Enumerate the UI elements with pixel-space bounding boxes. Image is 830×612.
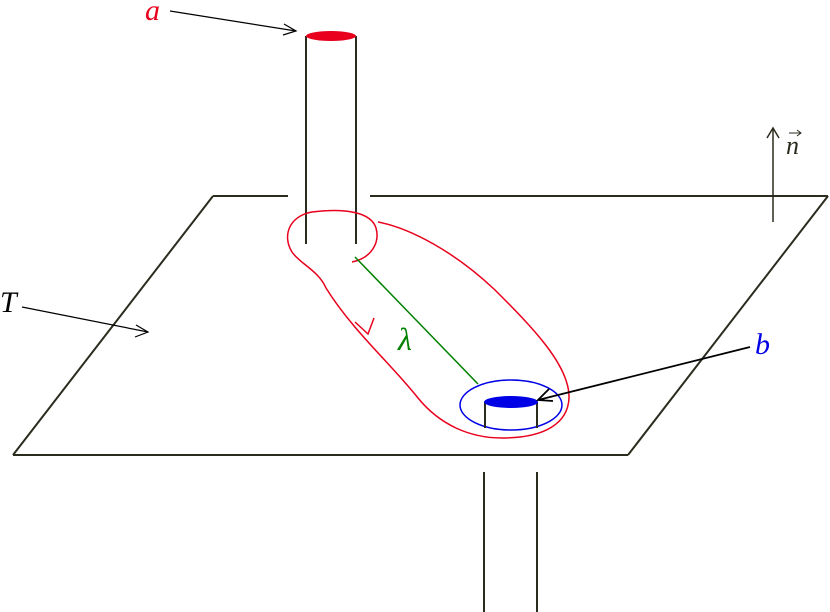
label-t: T: [0, 286, 19, 319]
upper-tube: [305, 36, 357, 244]
arrow-b: [535, 346, 751, 402]
label-n: n: [786, 131, 799, 160]
n-vector-arrowhead-icon: [796, 129, 802, 137]
label-lambda: λ: [397, 321, 412, 357]
loop-direction-arrow: [354, 317, 375, 336]
ring-b: [459, 379, 563, 431]
disk-b: [484, 396, 538, 408]
label-b: b: [755, 328, 770, 361]
disk-a: [306, 31, 356, 41]
arc-lambda: [354, 256, 479, 385]
lower-tube: [483, 472, 538, 612]
arrow-a: [169, 10, 298, 36]
arrow-t: [21, 306, 150, 338]
plane-right-edge: [627, 195, 829, 456]
normal-vector: [766, 126, 780, 222]
label-a: a: [145, 0, 160, 27]
hole-tube: [484, 402, 538, 428]
loop-curve: [286, 209, 570, 439]
